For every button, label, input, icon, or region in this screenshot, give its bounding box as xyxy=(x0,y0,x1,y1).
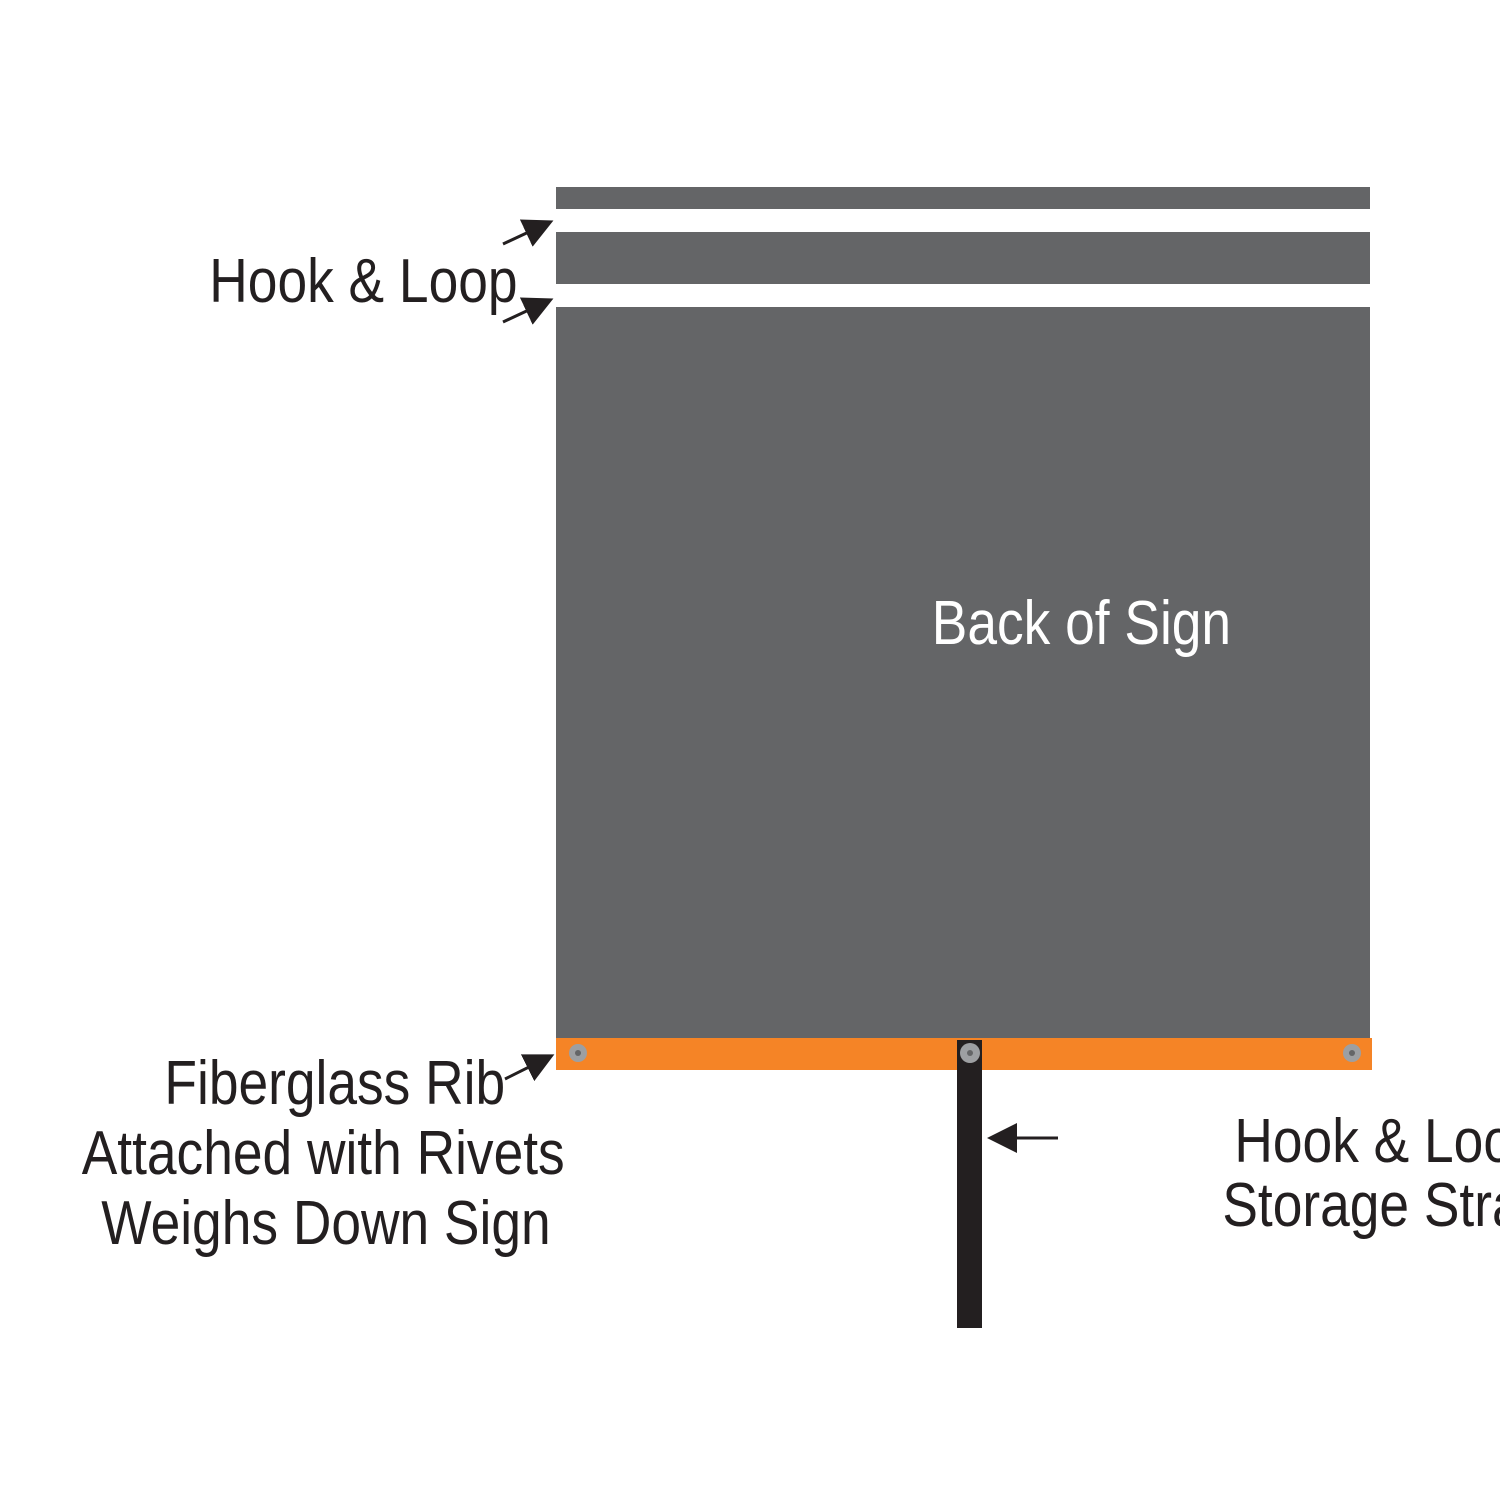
rivet-left-dot xyxy=(575,1050,581,1056)
sign-panel xyxy=(556,307,1370,1040)
rib-label-line1: Fiberglass Rib xyxy=(164,1049,505,1118)
hook-loop-arrow-upper xyxy=(502,219,554,247)
back-of-sign-label: Back of Sign xyxy=(932,589,1231,658)
rib-label-line2: Attached with Rivets xyxy=(82,1119,565,1188)
second-strip xyxy=(556,232,1370,284)
rib-label-line3: Weighs Down Sign xyxy=(101,1189,550,1258)
rib-arrow xyxy=(504,1054,555,1082)
rivet-right-dot xyxy=(1349,1050,1355,1056)
hook-loop-label: Hook & Loop xyxy=(209,247,517,316)
storage-strap xyxy=(957,1040,982,1328)
top-strip xyxy=(556,187,1370,209)
hook-loop-arrow-lower xyxy=(502,297,554,325)
strap-label-line2: Storage Strap xyxy=(1222,1171,1500,1240)
rivet-center-dot xyxy=(967,1050,973,1056)
strap-label-line1: Hook & Loop xyxy=(1234,1107,1500,1176)
